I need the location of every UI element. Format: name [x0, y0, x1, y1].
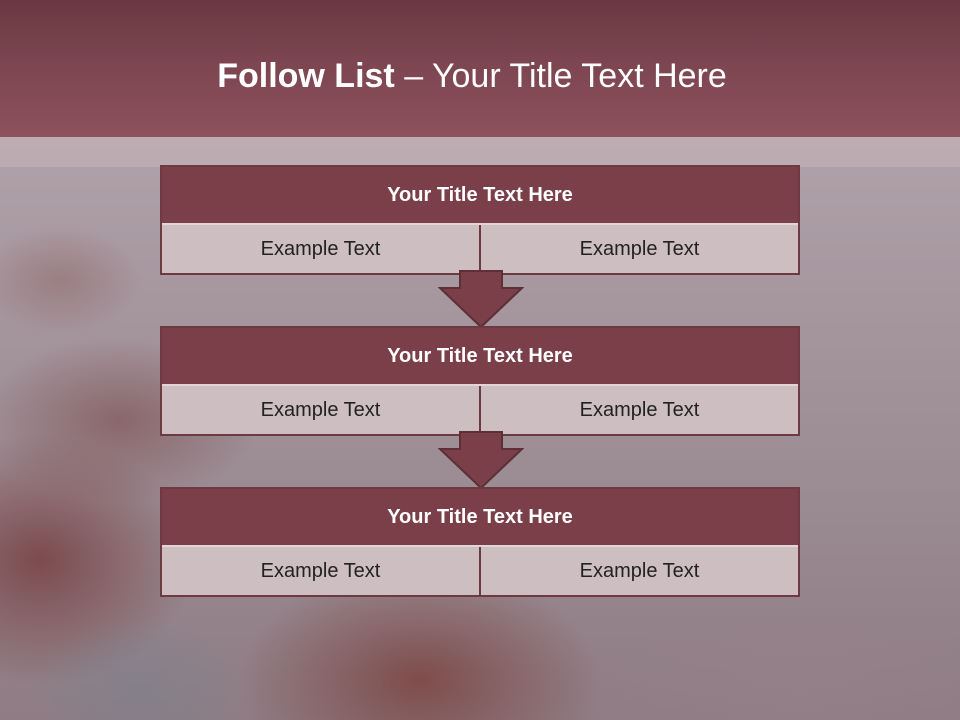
list-block-1: Your Title Text Here Example Text Exampl…	[160, 165, 800, 275]
slide-title: Follow List – Your Title Text Here	[0, 56, 944, 96]
block-title: Your Title Text Here	[162, 328, 798, 386]
block-row: Example Text Example Text	[162, 225, 798, 273]
block-cell-right: Example Text	[479, 386, 798, 434]
slide-title-rest: – Your Title Text Here	[394, 57, 727, 95]
block-title: Your Title Text Here	[162, 489, 798, 547]
down-arrow-icon	[438, 270, 524, 328]
header-band	[0, 0, 960, 137]
block-cell-left: Example Text	[162, 386, 479, 434]
slide-title-bold: Follow List	[217, 57, 395, 95]
list-block-2: Your Title Text Here Example Text Exampl…	[160, 326, 800, 436]
block-title: Your Title Text Here	[162, 167, 798, 225]
block-cell-left: Example Text	[162, 225, 479, 273]
block-cell-right: Example Text	[479, 225, 798, 273]
block-row: Example Text Example Text	[162, 386, 798, 434]
block-cell-left: Example Text	[162, 547, 479, 595]
list-block-3: Your Title Text Here Example Text Exampl…	[160, 487, 800, 597]
block-cell-right: Example Text	[479, 547, 798, 595]
header-strip	[0, 137, 960, 167]
down-arrow-icon	[438, 431, 524, 489]
block-row: Example Text Example Text	[162, 547, 798, 595]
